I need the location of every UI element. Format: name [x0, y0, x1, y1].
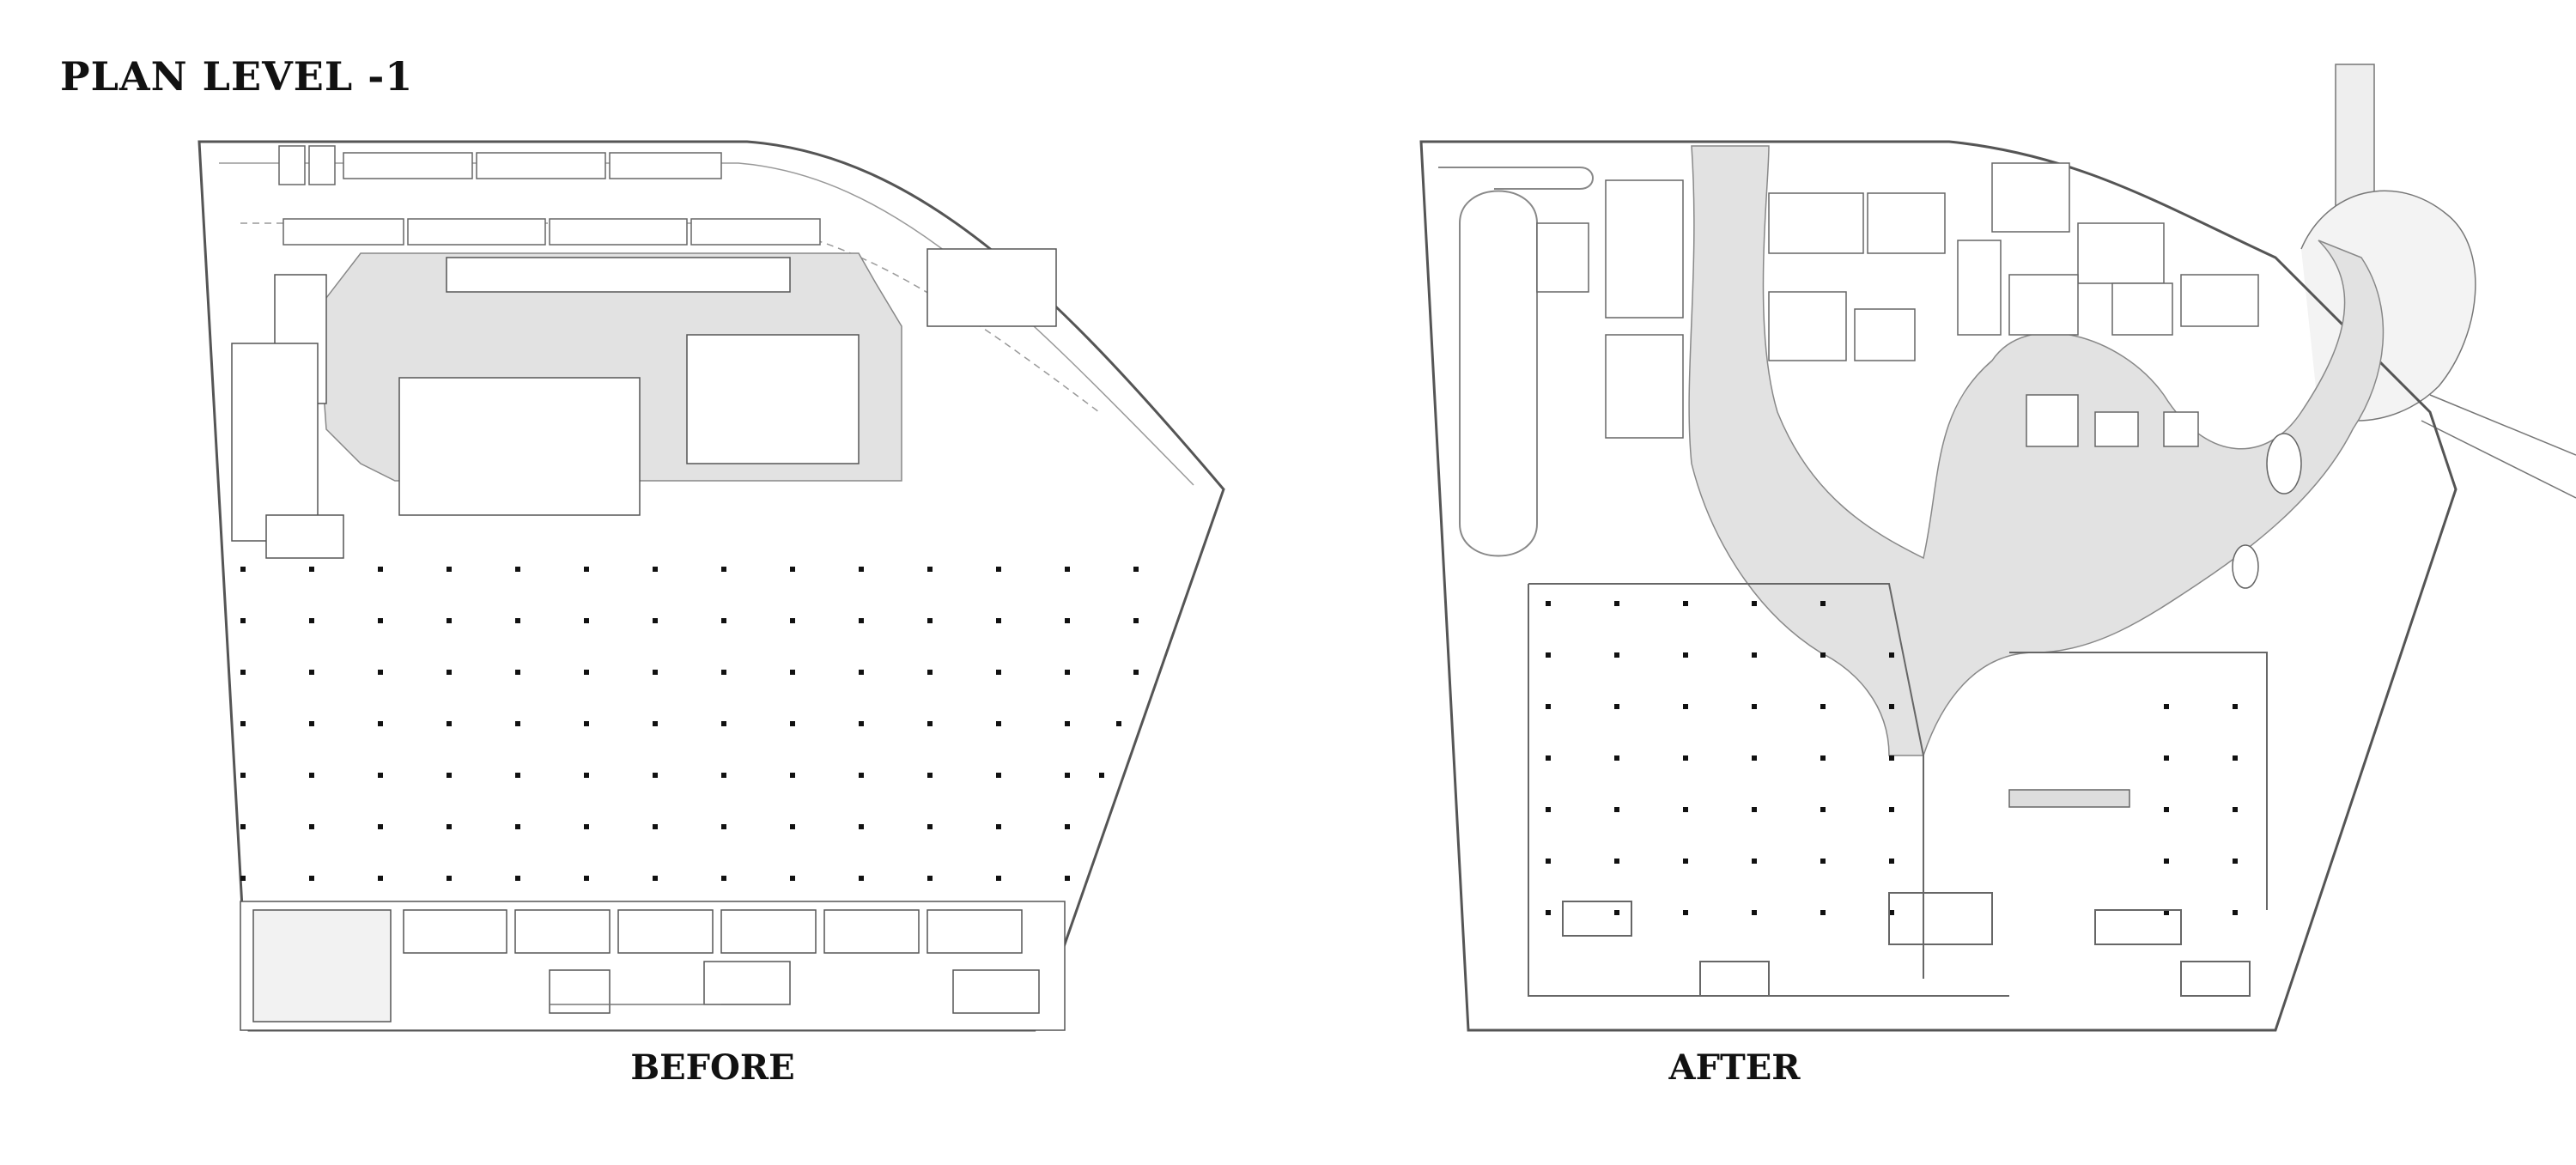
after-lower-partitions [1528, 583, 2268, 997]
after-floor-plan-drawing [1419, 64, 2576, 1032]
after-mall-circulation [1688, 145, 2385, 756]
after-column-grid [1546, 601, 2238, 915]
before-caption: BEFORE [630, 1047, 795, 1088]
page-title: PLAN LEVEL -1 [60, 53, 414, 100]
after-retail-units [1536, 162, 2259, 447]
before-plan-panel: BEFORE [189, 52, 1236, 1107]
before-column-grid [240, 567, 1139, 881]
before-left-service-block [231, 343, 344, 559]
before-upper-rooms [274, 248, 1057, 516]
after-driveway-loop [1438, 167, 1594, 557]
after-plan-panel: AFTER [1408, 52, 2576, 1107]
before-top-stalls [278, 145, 821, 246]
after-outer-wall [1419, 140, 2458, 1032]
before-floor-plan-drawing [197, 140, 1225, 1032]
before-bottom-service-block [240, 901, 1066, 1031]
after-caption: AFTER [1668, 1047, 1801, 1088]
